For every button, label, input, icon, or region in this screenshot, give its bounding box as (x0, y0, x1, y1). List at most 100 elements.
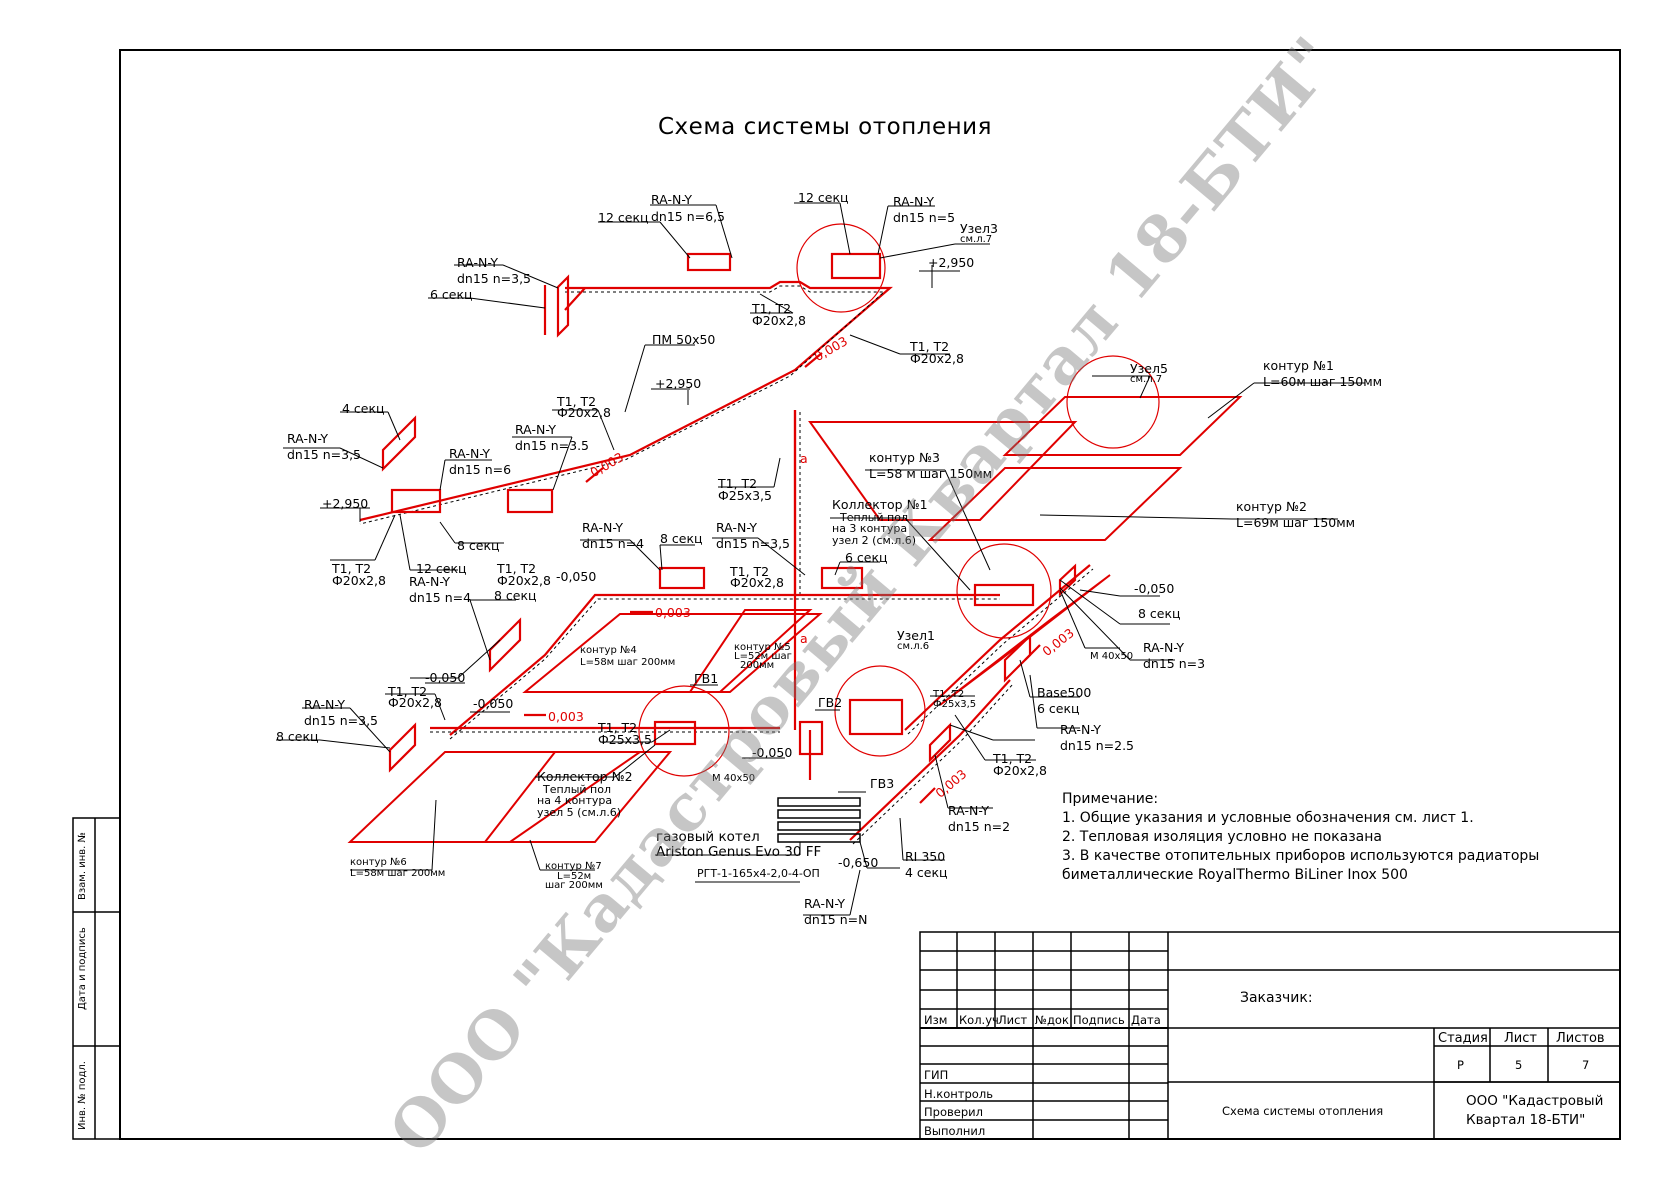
collector-3 (973, 583, 1035, 607)
contour-spec: L=60м шаг 150мм (1263, 374, 1383, 389)
radiator-label: RA-N-Y (1060, 722, 1101, 737)
gv-label: ГВ2 (818, 695, 843, 710)
section-count: 6 секц (845, 550, 888, 565)
boiler-label: газовый котел (656, 829, 760, 845)
heat-exchanger (777, 797, 861, 843)
node-2-circle (956, 543, 1052, 639)
stamp-col-ndok: №док (1035, 1013, 1069, 1027)
radiator-10 (388, 722, 417, 773)
section-count: 8 секц (1138, 606, 1181, 621)
radiator-spec: dn15 n=5 (893, 210, 956, 225)
radiator-6 (381, 415, 417, 472)
contour-7 (482, 751, 673, 843)
slope-label: 0,003 (548, 709, 584, 724)
node-label: Узел1 (897, 628, 935, 643)
contour-label: контур №1 (1263, 358, 1334, 373)
contour-4 (522, 613, 823, 693)
pipe-spec: Ф20х2,8 (388, 695, 442, 710)
gv-label: ГВ3 (870, 776, 895, 791)
section-count: 12 секц (798, 190, 849, 205)
contour-spec: L=52м шаг (734, 651, 792, 662)
level-mark: +2,950 (322, 496, 369, 511)
radiator-3 (390, 488, 442, 514)
radiator-label: RA-N-Y (287, 431, 328, 446)
radiator-spec: dn15 n=N (804, 912, 868, 927)
stamp-stage-header: Стадия (1438, 1031, 1488, 1046)
radiator-label: RA-N-Y (1143, 640, 1184, 655)
pipe-label: Т1, Т2 (993, 751, 1033, 766)
level-marks (359, 265, 933, 522)
stamp-col-podpis: Подпись (1073, 1013, 1125, 1027)
collector-spec: на 4 контура (537, 794, 613, 807)
level-mark: +2,950 (928, 255, 975, 270)
pipe-spec: Ф25х3,5 (933, 699, 977, 710)
contour-1 (1002, 396, 1243, 456)
radiator-spec: dn15 n=2 (948, 819, 1011, 834)
section-count: 12 секц (416, 561, 467, 576)
side-stamp (72, 817, 121, 1140)
radiator-label: RA-N-Y (893, 194, 934, 209)
side-inv-podl: Инв. № подл. (77, 1061, 88, 1130)
contour-3 (808, 421, 1078, 521)
pipe-label: Т1, Т2 (730, 564, 770, 579)
node-1-circle (834, 665, 926, 757)
pipe-spec: Ф25х3,5 (598, 732, 652, 747)
collector-label: Коллектор №2 (537, 769, 633, 784)
stamp-gip: ГИП (924, 1068, 949, 1082)
node-5b-circle (638, 685, 730, 777)
section-count: 12 секц (598, 210, 649, 225)
node-5-circle (1066, 355, 1160, 449)
gv-label: ГВ1 (694, 671, 719, 686)
pipe-spec: Ф20х2,8 (557, 405, 611, 420)
contour-2 (927, 467, 1183, 541)
radiator-label: RA-N-Y (948, 803, 989, 818)
radiator-spec: dn15 n=3,5 (287, 447, 362, 462)
riser-label: а (800, 451, 808, 466)
stamp-sheets-header: Листов (1556, 1031, 1605, 1046)
pipe-label: Т1, Т2 (332, 561, 372, 576)
note-item: биметаллические RoyalThermo BiLiner Inox… (1062, 867, 1408, 883)
pipe-label: Т1, Т2 (910, 339, 950, 354)
stamp-col-kol: Кол.уч (959, 1013, 999, 1027)
radiator-1 (686, 252, 732, 272)
stamp-col-data: Дата (1131, 1013, 1161, 1027)
contour-spec: L=58 м шаг 150мм (869, 466, 993, 481)
stamp-vypolnil: Выполнил (924, 1124, 986, 1138)
stamp-col-list: Лист (998, 1013, 1028, 1027)
collector-spec: на 3 контура (832, 522, 908, 535)
collector-1 (848, 698, 904, 736)
radiator-label: RA-N-Y (515, 422, 556, 437)
collector-label: Коллектор №1 (832, 497, 928, 512)
radiator-12 (928, 722, 952, 763)
stamp-sheets-total: 7 (1582, 1058, 1590, 1072)
contour-extra (939, 574, 1111, 706)
node-label: Узел5 (1130, 361, 1168, 376)
drawing-title: Схема системы отопления (658, 114, 992, 140)
stamp-col-izm: Изм (924, 1013, 948, 1027)
section-count: 4 секц (342, 401, 385, 416)
contour-spec: 200мм (740, 660, 775, 671)
slope-label: 0,003 (655, 605, 691, 620)
floor-heating-contours (347, 396, 1243, 843)
pipe-label: Т1, Т2 (497, 561, 537, 576)
stamp-proveril: Проверил (924, 1105, 983, 1119)
radiator-spec: dn15 n=3,5 (457, 271, 532, 286)
section-count: 8 секц (494, 588, 537, 603)
collector-label: М 40х50 (1090, 651, 1134, 662)
pipe-label: Т1, Т2 (718, 476, 758, 491)
contour-label: контур №2 (1236, 499, 1307, 514)
pipe-spec: Ф20х2,8 (730, 575, 784, 590)
radiator-spec: dn15 n=3,5 (304, 713, 379, 728)
radiator-label: RA-N-Y (409, 574, 450, 589)
stamp-stage: Р (1457, 1058, 1464, 1072)
level-mark: -0,050 (473, 696, 514, 711)
radiator-spec: dn15 n=4 (409, 590, 472, 605)
contour-label: контур №6 (350, 857, 407, 868)
contour-label: контур №5 (734, 642, 791, 653)
pipe-spec: Ф20х2,8 (910, 351, 964, 366)
radiator-spec: dn15 n=3 (1143, 656, 1206, 671)
radiator-spec: dn15 n=3.5 (515, 438, 590, 453)
radiator-13 (1058, 563, 1077, 597)
radiator-label: RA-N-Y (651, 192, 692, 207)
level-mark: -0,650 (838, 855, 879, 870)
